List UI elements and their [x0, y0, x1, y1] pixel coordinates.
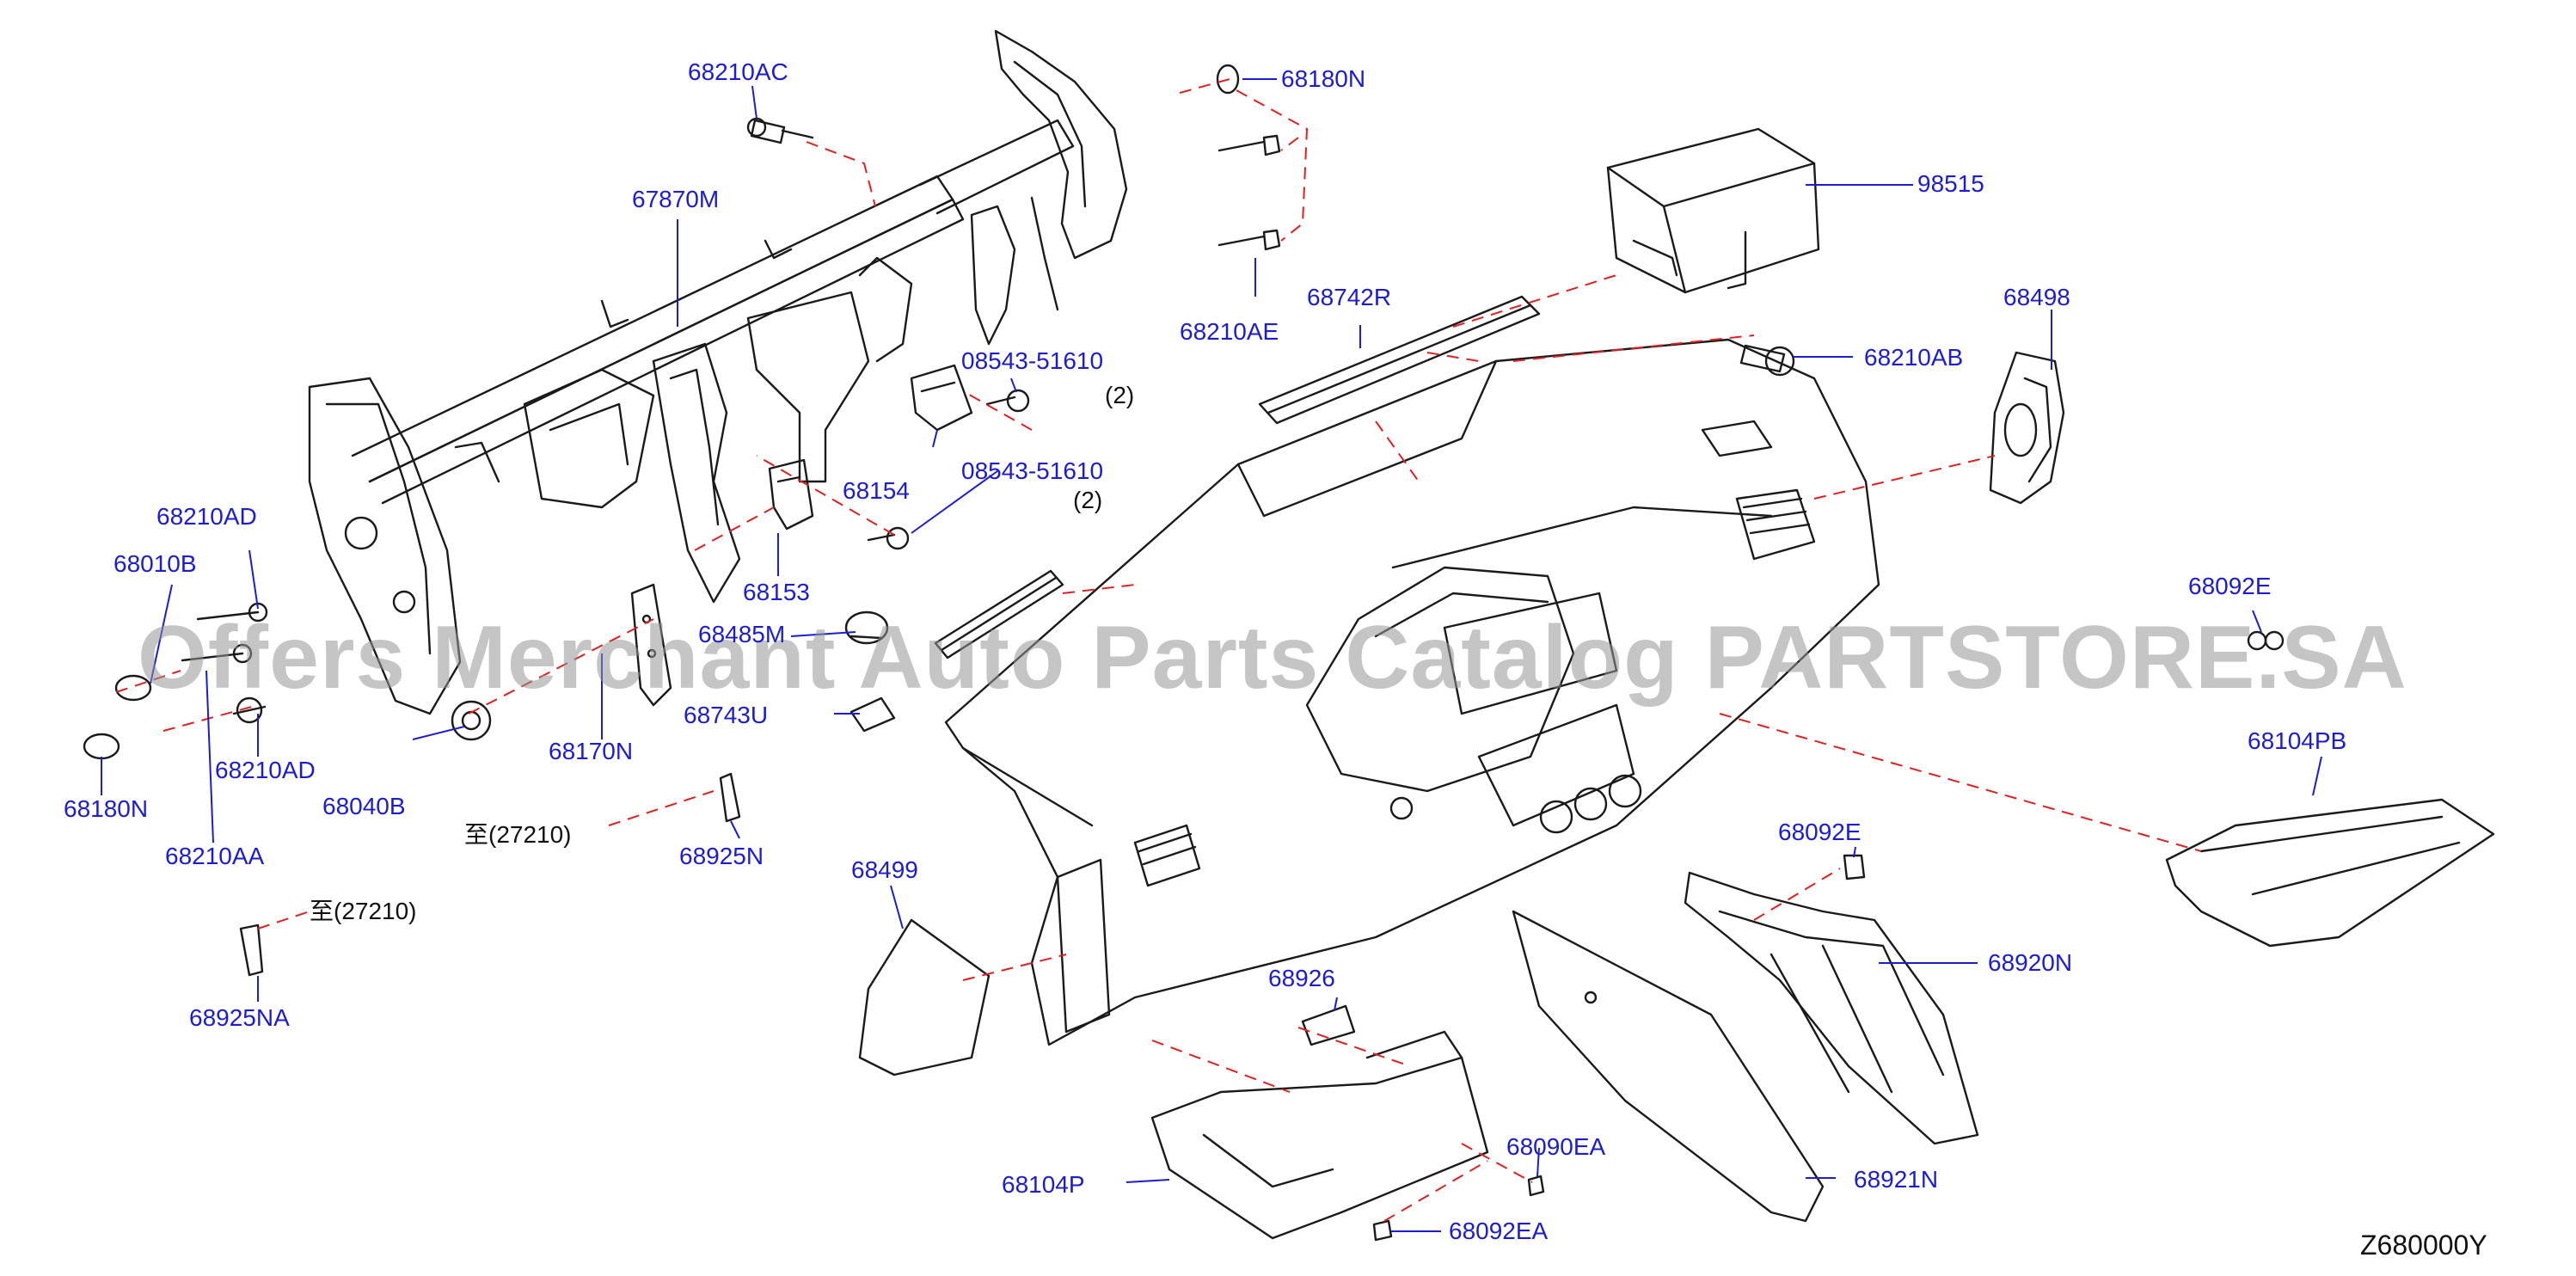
label-68010b[interactable]: 68010B	[113, 550, 197, 577]
cap-68180n-left[interactable]	[83, 733, 120, 760]
bracket-68170n[interactable]	[630, 583, 672, 707]
side-cover-68499[interactable]	[858, 918, 991, 1077]
grille-68742r[interactable]	[1258, 295, 1541, 425]
instrument-panel-main[interactable]	[944, 338, 1880, 1046]
label-68743u[interactable]: 68743U	[684, 702, 769, 728]
bolt-68210ad-low[interactable]	[232, 696, 267, 724]
label-ref-27210-a: 至(27210)	[464, 821, 572, 848]
bolt-68210ab[interactable]	[1739, 344, 1795, 377]
bolt-68210ac[interactable]	[746, 117, 814, 144]
glove-box-68920n[interactable]	[1684, 871, 1979, 1145]
bolt-68210aa[interactable]	[181, 643, 253, 664]
bracket-68154[interactable]	[910, 364, 973, 432]
assembly-lines	[115, 78, 2202, 1222]
diagram-code: Z680000Y	[2360, 1230, 2487, 1261]
label-68210ad-low[interactable]: 68210AD	[215, 757, 316, 783]
label-68925na[interactable]: 68925NA	[189, 1004, 290, 1031]
label-68153[interactable]: 68153	[743, 579, 810, 605]
label-68040b[interactable]: 68040B	[322, 793, 406, 819]
side-vent-68498[interactable]	[1989, 351, 2065, 505]
label-68498[interactable]: 68498	[2003, 284, 2070, 310]
label-68210ab[interactable]: 68210AB	[1864, 344, 1964, 371]
steering-member-67870m[interactable]	[308, 29, 1128, 715]
cap-68010b[interactable]	[114, 674, 152, 702]
label-68210ac[interactable]: 68210AC	[688, 58, 788, 85]
glove-box-lid-68921n[interactable]	[1512, 910, 1825, 1223]
lower-cover-68104p[interactable]	[1150, 1030, 1489, 1240]
label-08543-51610-a[interactable]: 08543-51610	[961, 347, 1104, 374]
label-68926[interactable]: 68926	[1268, 965, 1335, 991]
label-qty-b: (2)	[1073, 487, 1103, 513]
label-68485m[interactable]: 68485M	[698, 621, 786, 647]
bolt-68210ad-top[interactable]	[196, 602, 268, 623]
label-68104pb[interactable]: 68104PB	[2248, 727, 2347, 754]
lower-cover-68104pb[interactable]	[2165, 798, 2495, 948]
bracket-68926[interactable]	[1301, 1004, 1356, 1046]
label-68742r[interactable]: 68742R	[1307, 284, 1392, 310]
label-68210ad-top[interactable]: 68210AD	[156, 503, 257, 530]
screw-08543-51610-b[interactable]	[867, 526, 910, 550]
label-qty-a: (2)	[1105, 382, 1135, 408]
screw-08543-51610-a[interactable]	[985, 389, 1030, 413]
label-68090ea[interactable]: 68090EA	[1506, 1133, 1606, 1160]
bracket-68925na[interactable]	[239, 923, 264, 977]
label-68921n[interactable]: 68921N	[1854, 1166, 1939, 1193]
label-08543-51610-b[interactable]: 08543-51610	[961, 457, 1104, 484]
label-68104p[interactable]: 68104P	[1002, 1171, 1085, 1198]
label-68170n[interactable]: 68170N	[549, 738, 634, 764]
label-68925n[interactable]: 68925N	[679, 843, 764, 869]
label-68180n-top[interactable]: 68180N	[1281, 65, 1366, 92]
label-67870m[interactable]: 67870M	[632, 186, 720, 212]
clip-68485m[interactable]	[844, 610, 889, 645]
label-68092e-right[interactable]: 68092E	[2188, 573, 2272, 599]
bracket-68925n[interactable]	[719, 772, 741, 823]
label-68092e-mid[interactable]: 68092E	[1778, 819, 1861, 845]
leader-lines	[101, 78, 2322, 1232]
label-ref-27210-b: 至(27210)	[310, 898, 417, 924]
clip-68092ea[interactable]	[1372, 1219, 1393, 1242]
label-68920n[interactable]: 68920N	[1988, 949, 2073, 976]
airbag-module-98515[interactable]	[1606, 127, 1820, 294]
clip-68092e-right[interactable]	[2247, 630, 2285, 651]
clip-68090ea[interactable]	[1527, 1175, 1545, 1197]
label-98515[interactable]: 98515	[1917, 170, 1984, 197]
bracket-68153[interactable]	[768, 458, 814, 531]
clip-68092e-mid[interactable]	[1843, 854, 1866, 880]
bolt-68180n-top-set[interactable]	[1216, 64, 1281, 251]
label-68210aa[interactable]: 68210AA	[165, 843, 265, 869]
label-68210ae[interactable]: 68210AE	[1180, 318, 1279, 345]
grille-68743u[interactable]	[849, 569, 1064, 733]
grommet-68040b[interactable]	[451, 700, 492, 741]
label-68154[interactable]: 68154	[843, 477, 910, 504]
label-68499[interactable]: 68499	[851, 856, 918, 883]
label-68180n-left[interactable]: 68180N	[64, 795, 149, 822]
label-68092ea[interactable]: 68092EA	[1449, 1218, 1549, 1244]
